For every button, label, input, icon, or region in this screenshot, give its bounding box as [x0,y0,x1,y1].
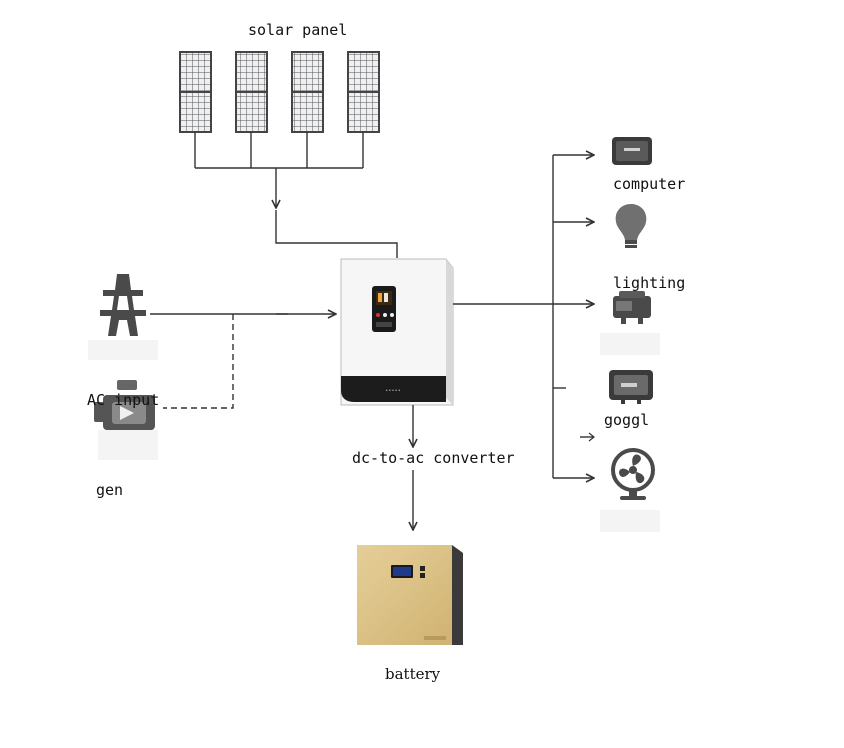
light-bulb-icon [615,204,647,248]
computer-icon [612,137,652,165]
power-pylon-icon [88,274,158,360]
computer-label: computer [613,175,686,193]
battery-icon [357,545,463,645]
solar-wiring [194,132,398,258]
solar-panel-icon [179,51,380,133]
gen-label: gen [96,481,124,499]
inverter-icon: • • • • • [340,258,454,406]
ac-input-label: AC input [87,391,160,409]
generator-icon [94,380,158,460]
svg-text:• • • • •: • • • • • [386,388,401,394]
solar-panel-label: solar panel [248,21,348,39]
ac-input-wiring [150,314,336,409]
solar-panel-3 [291,51,324,133]
battery-label: battery [385,665,441,683]
solar-panel-4 [347,51,380,133]
fan-icon [600,448,660,532]
tv-icon [609,370,653,404]
solar-panel-1 [179,51,212,133]
converter-label: dc-to-ac converter [352,449,515,467]
projector-icon [600,291,660,355]
lighting-label: lighting [613,274,686,292]
goggle-label: goggl [604,411,650,429]
output-wiring [453,155,594,478]
solar-panel-2 [235,51,268,133]
